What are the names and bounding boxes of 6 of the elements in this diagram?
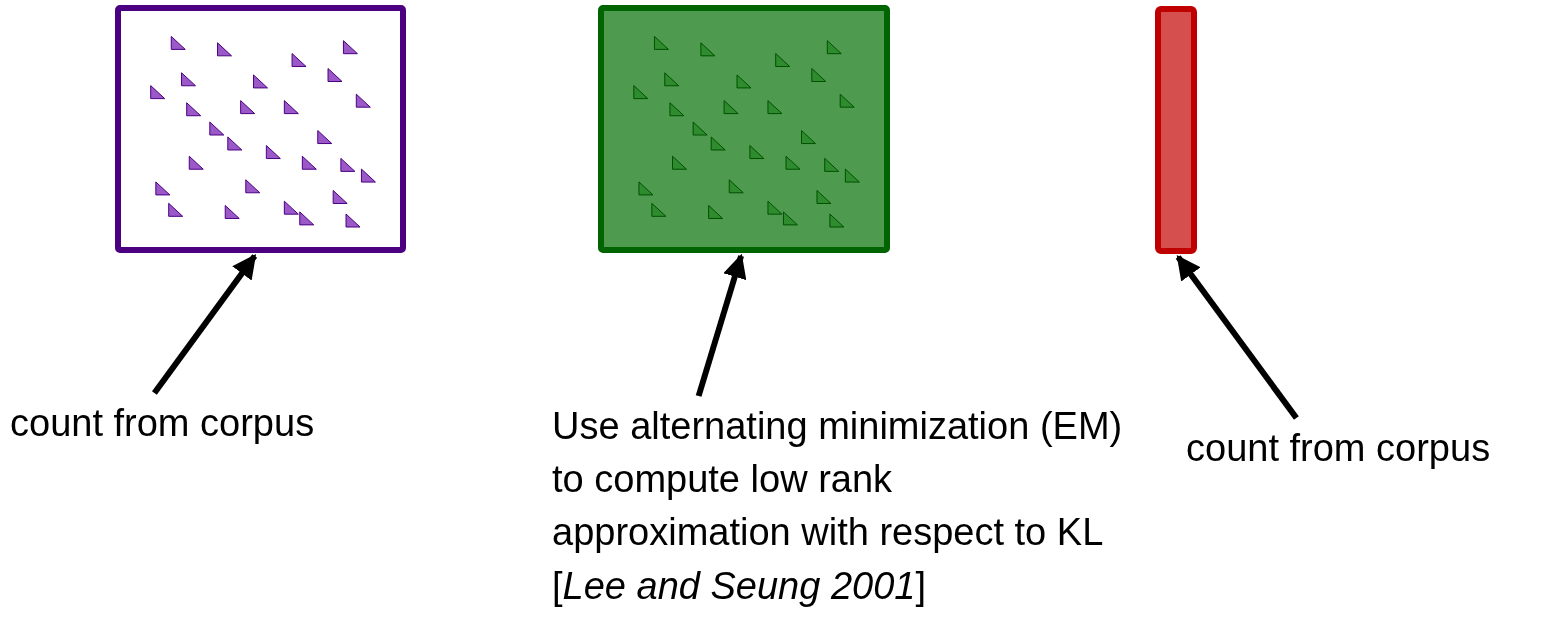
annotation-text: count from corpus: [1186, 426, 1492, 471]
arrow: [1175, 255, 1299, 420]
annotation-text: Use alternating minimization (EM) to compute low rank approximation with respect to KL [Lee and Seung 2001]: [552, 404, 1124, 609]
annotation-text: count from corpus: [10, 401, 316, 446]
arrow: [152, 254, 258, 395]
arrow: [695, 253, 747, 397]
